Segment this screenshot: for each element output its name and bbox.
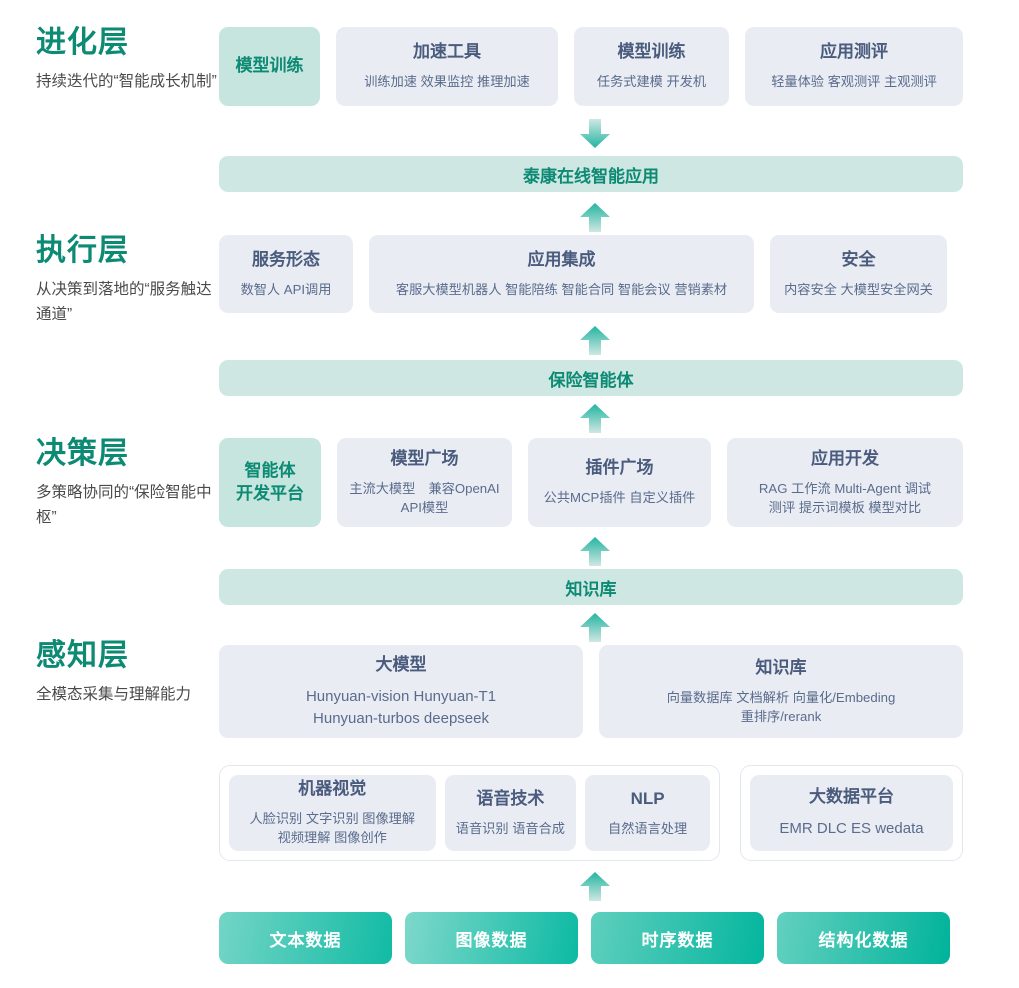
layer-subtitle-execution: 从决策到落地的“服务触达通道”: [36, 280, 212, 323]
data-box-label: 图像数据: [455, 930, 528, 950]
data-box-timeseries[interactable]: 时序数据: [591, 912, 764, 964]
box-title: 语音技术: [476, 788, 545, 808]
box-machine-vision[interactable]: 机器视觉 人脸识别 文字识别 图像理解 视频理解 图像创作: [229, 775, 436, 851]
bar-label: 知识库: [565, 579, 617, 599]
box-items: 客服大模型机器人 智能陪练 智能合同 智能会议 营销素材: [395, 281, 728, 297]
perception-tech-card-left: 机器视觉 人脸识别 文字识别 图像理解 视频理解 图像创作 语音技术 语音识别 …: [219, 765, 720, 861]
box-title: 知识库: [755, 657, 807, 677]
box-title: 应用测评: [820, 42, 888, 62]
arrow-up-to-app-icon: [578, 203, 612, 233]
bar-taikang-online-app[interactable]: 泰康在线智能应用: [219, 156, 963, 192]
box-agent-dev-platform-accent[interactable]: 智能体 开发平台: [219, 438, 321, 527]
arrow-down-to-app-icon: [578, 119, 612, 149]
box-large-model[interactable]: 大模型 Hunyuan-vision Hunyuan-T1 Hunyuan-tu…: [219, 645, 583, 738]
box-title: 智能体 开发平台: [236, 461, 304, 503]
layer-title-decision: 决策层: [36, 437, 129, 470]
bar-label: 泰康在线智能应用: [523, 166, 659, 186]
layer-subtitle-perception: 全模态采集与理解能力: [36, 685, 192, 703]
layer-title-perception: 感知层: [36, 639, 129, 672]
box-items: 公共MCP插件 自定义插件: [543, 490, 696, 506]
data-box-label: 结构化数据: [818, 930, 909, 950]
layer-label-evolution: 进化层 持续迭代的“智能成长机制”: [36, 26, 218, 94]
box-nlp[interactable]: NLP 自然语言处理: [585, 775, 710, 851]
box-items: Hunyuan-vision Hunyuan-T1 Hunyuan-turbos…: [305, 688, 497, 727]
box-app-integration[interactable]: 应用集成 客服大模型机器人 智能陪练 智能合同 智能会议 营销素材: [369, 235, 754, 313]
arrow-up-to-decision-icon: [578, 404, 612, 434]
box-title: 模型训练: [235, 56, 304, 76]
bar-insurance-agent[interactable]: 保险智能体: [219, 360, 963, 396]
box-items: 人脸识别 文字识别 图像理解 视频理解 图像创作: [249, 811, 416, 846]
layer-title-evolution: 进化层: [36, 26, 129, 59]
layer-label-execution: 执行层 从决策到落地的“服务触达通道”: [36, 234, 218, 327]
box-title: 应用开发: [811, 448, 879, 468]
perception-model-row: 大模型 Hunyuan-vision Hunyuan-T1 Hunyuan-tu…: [219, 645, 963, 738]
arrow-up-to-kb-icon: [578, 537, 612, 567]
execution-box-row: 服务形态 数智人 API调用 应用集成 客服大模型机器人 智能陪练 智能合同 智…: [219, 235, 963, 313]
evolution-box-row: 模型训练 加速工具 训练加速 效果监控 推理加速 模型训练 任务式建模 开发机 …: [219, 27, 963, 106]
box-app-development[interactable]: 应用开发 RAG 工作流 Multi-Agent 调试 测评 提示词模板 模型对…: [727, 438, 963, 527]
box-items: 数智人 API调用: [240, 281, 332, 297]
layer-label-decision: 决策层 多策略协同的“保险智能中枢”: [36, 437, 218, 530]
perception-tech-card-right: 大数据平台 EMR DLC ES wedata: [740, 765, 963, 861]
box-model-plaza[interactable]: 模型广场 主流大模型 兼容OpenAI API模型: [337, 438, 512, 527]
data-box-label: 文本数据: [269, 930, 342, 950]
box-title: 机器视觉: [298, 779, 367, 799]
arrow-up-to-perception-icon: [578, 613, 612, 643]
box-title: NLP: [630, 788, 665, 808]
box-speech-technology[interactable]: 语音技术 语音识别 语音合成: [444, 775, 577, 851]
box-title: 应用集成: [527, 249, 596, 269]
box-service-form[interactable]: 服务形态 数智人 API调用: [219, 235, 353, 313]
box-title: 插件广场: [585, 458, 654, 478]
box-title: 加速工具: [413, 42, 481, 62]
bar-label: 保险智能体: [548, 370, 634, 390]
box-big-data-platform[interactable]: 大数据平台 EMR DLC ES wedata: [750, 775, 953, 851]
data-box-text[interactable]: 文本数据: [219, 912, 392, 964]
box-model-training-accent[interactable]: 模型训练: [219, 27, 320, 106]
box-title: 服务形态: [252, 249, 320, 269]
box-items: 轻量体验 客观测评 主观测评: [771, 74, 937, 90]
box-title: 大数据平台: [809, 787, 894, 807]
box-title: 模型训练: [617, 42, 686, 62]
data-box-label: 时序数据: [641, 930, 714, 950]
decision-box-row: 智能体 开发平台 模型广场 主流大模型 兼容OpenAI API模型 插件广场 …: [219, 438, 963, 527]
data-box-image[interactable]: 图像数据: [405, 912, 578, 964]
layer-label-perception: 感知层 全模态采集与理解能力: [36, 639, 218, 707]
box-items: 训练加速 效果监控 推理加速: [364, 74, 530, 90]
box-items: 任务式建模 开发机: [596, 74, 707, 90]
box-title: 大模型: [375, 655, 427, 675]
box-items: 内容安全 大模型安全网关: [784, 281, 933, 297]
box-items: 自然语言处理: [608, 820, 688, 836]
box-knowledge-base[interactable]: 知识库 向量数据库 文档解析 向量化/Embeding 重排序/rerank: [599, 645, 963, 738]
box-items: 主流大模型 兼容OpenAI API模型: [349, 480, 500, 515]
arrow-up-to-agent-icon: [578, 326, 612, 356]
box-title: 安全: [841, 249, 876, 269]
layer-subtitle-evolution: 持续迭代的“智能成长机制”: [36, 72, 217, 90]
data-box-structured[interactable]: 结构化数据: [777, 912, 950, 964]
box-items: EMR DLC ES wedata: [779, 820, 924, 838]
box-plugin-plaza[interactable]: 插件广场 公共MCP插件 自定义插件: [528, 438, 711, 527]
layer-title-execution: 执行层: [36, 234, 129, 267]
data-source-row: 文本数据 图像数据 时序数据 结构化数据: [219, 912, 963, 964]
box-items: 语音识别 语音合成: [455, 820, 565, 836]
box-title: 模型广场: [390, 448, 459, 468]
layer-subtitle-decision: 多策略协同的“保险智能中枢”: [36, 483, 212, 526]
box-app-evaluation[interactable]: 应用测评 轻量体验 客观测评 主观测评: [745, 27, 963, 106]
box-acceleration-tools[interactable]: 加速工具 训练加速 效果监控 推理加速: [336, 27, 558, 106]
box-items: 向量数据库 文档解析 向量化/Embeding 重排序/rerank: [666, 689, 896, 724]
bar-knowledge-base[interactable]: 知识库: [219, 569, 963, 605]
box-items: RAG 工作流 Multi-Agent 调试 测评 提示词模板 模型对比: [758, 480, 932, 515]
arrow-up-from-data-icon: [578, 872, 612, 902]
box-model-training[interactable]: 模型训练 任务式建模 开发机: [574, 27, 729, 106]
box-security[interactable]: 安全 内容安全 大模型安全网关: [770, 235, 947, 313]
